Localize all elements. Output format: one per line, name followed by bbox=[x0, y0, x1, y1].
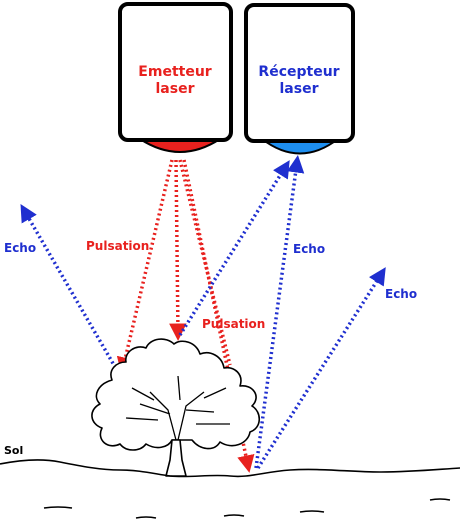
receiver-box bbox=[244, 3, 355, 143]
ground-line bbox=[0, 459, 460, 478]
receiver-device: Récepteur laser bbox=[244, 3, 355, 155]
ground-mark-4 bbox=[299, 510, 325, 513]
emitter-box bbox=[118, 2, 233, 142]
echo-beam-ground bbox=[254, 155, 305, 469]
echo-label-left: Echo bbox=[4, 241, 36, 255]
pulse-label-right: Pulsation bbox=[202, 317, 265, 331]
ground-mark-1 bbox=[43, 506, 73, 509]
pulse-beam-left bbox=[116, 159, 174, 375]
pulse-label-left: Pulsation bbox=[86, 239, 149, 253]
tree-branches bbox=[125, 375, 230, 441]
tree-trunk bbox=[165, 439, 187, 477]
echo-label-center: Echo bbox=[293, 242, 325, 256]
echo-beam-tree bbox=[178, 160, 290, 336]
ground-label: Sol bbox=[4, 444, 23, 457]
emitter-label-line1: Emetteur bbox=[138, 64, 211, 80]
ground-mark-2 bbox=[135, 516, 157, 519]
tree-canopy bbox=[91, 338, 261, 451]
ground-mark-5 bbox=[429, 498, 451, 501]
echo-beam-left bbox=[20, 203, 120, 373]
receiver-label-line2: laser bbox=[280, 81, 319, 97]
pulse-beam-center bbox=[169, 159, 187, 341]
tree-icon bbox=[91, 338, 261, 477]
receiver-label-line1: Récepteur bbox=[258, 64, 339, 80]
emitter-device: Emetteur laser bbox=[118, 2, 233, 153]
pulse-beam-mid bbox=[178, 159, 232, 366]
echo-label-right: Echo bbox=[385, 287, 417, 301]
echo-beam-right bbox=[256, 267, 386, 469]
echo-beams bbox=[20, 155, 386, 469]
ground-mark-3 bbox=[223, 514, 245, 517]
emitter-label-line2: laser bbox=[156, 81, 195, 97]
ground bbox=[0, 459, 460, 519]
